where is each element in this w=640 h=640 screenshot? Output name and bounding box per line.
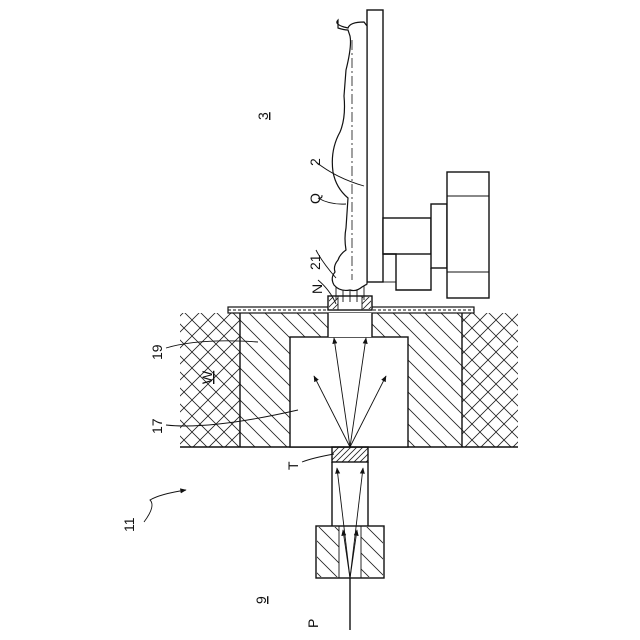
label-3: 3 [255, 112, 271, 120]
label-W: W [199, 370, 215, 384]
label-9: 9 [253, 596, 269, 604]
nozzle-channel [328, 296, 372, 337]
label-T: T [285, 461, 301, 470]
label-21: 21 [307, 254, 323, 270]
label-Q: Q [307, 193, 323, 204]
window-T [332, 447, 368, 462]
label-17: 17 [149, 418, 165, 434]
label-N: N [309, 284, 325, 294]
label-2: 2 [307, 158, 323, 166]
couch-mechanism [383, 172, 489, 298]
label-19: 19 [149, 344, 165, 360]
source-housing [316, 526, 384, 578]
label-11: 11 [121, 517, 137, 532]
table-board [367, 10, 383, 282]
patient-silhouette [332, 20, 367, 291]
inner-block-17 [290, 337, 408, 447]
label-P: P [305, 619, 321, 628]
